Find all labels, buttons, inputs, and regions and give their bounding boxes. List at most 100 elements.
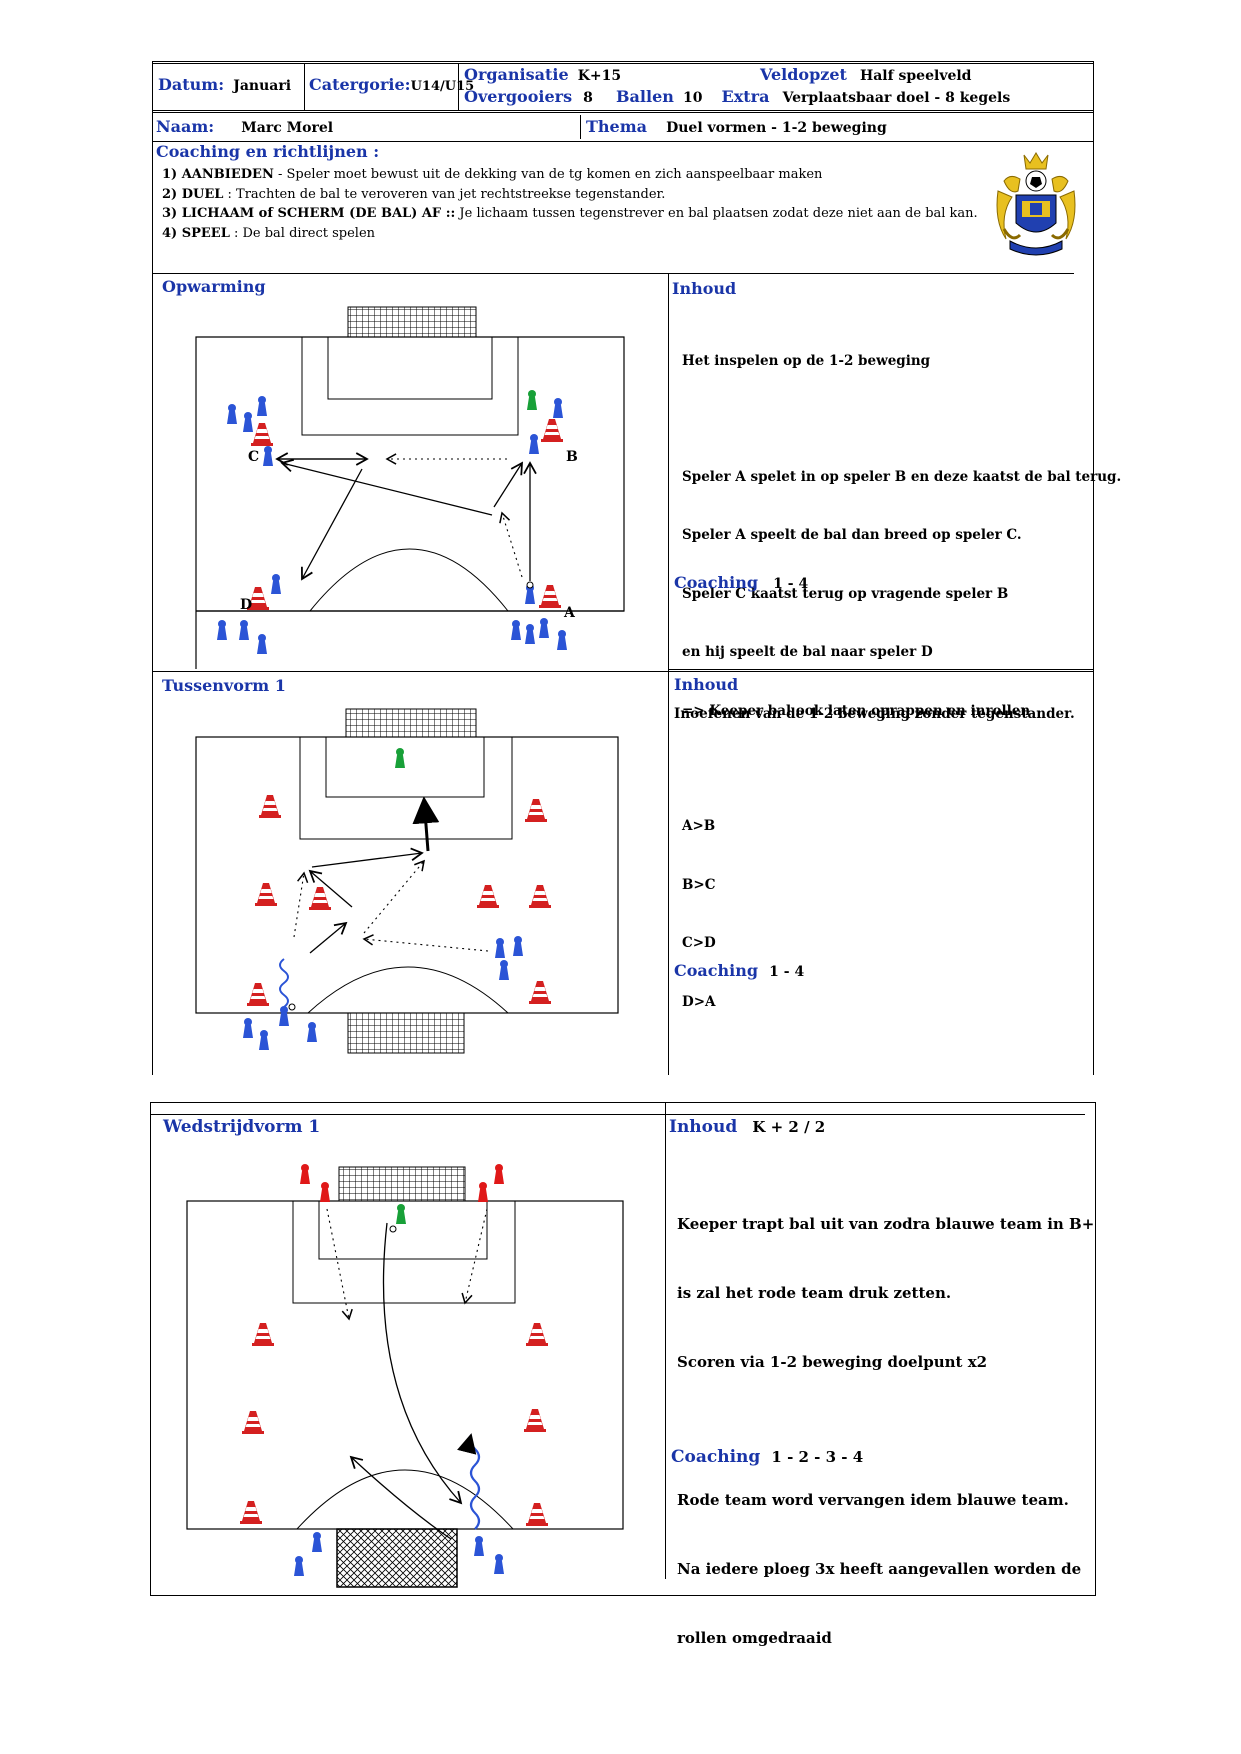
coaching-item: 2) DUEL : Trachten de bal te veroveren v… [162, 186, 666, 202]
goal-area [325, 736, 485, 798]
keeper-green-icon [396, 1204, 406, 1224]
cone-icon [524, 1409, 546, 1432]
pass-arrow [349, 1455, 452, 1540]
section-title-wedstrijdvorm: Wedstrijdvorm 1 [163, 1117, 321, 1137]
run-arrow [326, 1208, 353, 1321]
player-blue-icon [294, 1556, 304, 1576]
organisatie: Organisatie K+15 [464, 65, 621, 84]
goal-net [347, 306, 477, 338]
shot-arrow [412, 796, 440, 852]
ball-icon [526, 581, 534, 589]
pass-arrow [309, 921, 348, 954]
content-line: Scoren via 1-2 beweging doelpunt x2 [677, 1353, 988, 1371]
cone-icon [240, 1501, 262, 1524]
categorie-label: Catergorie: [309, 75, 411, 94]
tussenvorm-content: Inoefenen van de 1-2 beweging zonder teg… [674, 706, 1075, 722]
run-arrow [363, 859, 425, 934]
coaching-label: Coaching [671, 1447, 761, 1467]
organisatie-label: Organisatie [464, 65, 569, 84]
keeper-green-icon [527, 390, 537, 410]
veldopzet-value: Half speelveld [860, 68, 972, 84]
coaching-tussenvorm: Coaching 1 - 4 [674, 961, 804, 980]
penalty-arc [309, 548, 509, 612]
goal-net-bottom [347, 1012, 465, 1054]
run-arrow [461, 1208, 488, 1305]
divider [151, 1114, 1085, 1115]
player-blue-icon [279, 1006, 289, 1026]
datum: Datum: Januari [158, 75, 291, 94]
penalty-box [299, 736, 513, 840]
content-line: Speler A spelet in op speler B en deze k… [682, 468, 1122, 485]
content-line: en hij speelt de bal naar speler D [682, 644, 933, 660]
ball-icon [288, 1003, 296, 1011]
inhoud-label: Inhoud [669, 1117, 738, 1137]
cone-icon [541, 419, 563, 442]
player-blue-icon [525, 624, 535, 644]
ballen-value: 10 [682, 90, 703, 106]
coaching-item: 4) SPEEL : De bal direct spelen [162, 225, 376, 241]
cone-icon [529, 981, 551, 1004]
cone-icon [251, 423, 273, 446]
mobile-goal [336, 1528, 458, 1588]
player-blue-icon [553, 398, 563, 418]
opwarming-field-diagram: C B D A [195, 306, 625, 669]
inhoud-label: Inhoud [674, 675, 739, 694]
organisatie-value: K+15 [577, 68, 622, 84]
player-blue-icon [257, 634, 267, 654]
player-blue-icon [557, 630, 567, 650]
run-arrow [499, 511, 523, 578]
content-line: Het inspelen op de 1-2 beweging [682, 353, 931, 369]
goal-area [318, 1200, 488, 1260]
divider [304, 63, 305, 110]
content-line: Na iedere ploeg 3x heeft aangevallen wor… [677, 1560, 1082, 1578]
inhoud-label: Inhoud [672, 279, 737, 298]
coaching-wedstrijdvorm: Coaching 1 - 2 - 3 - 4 [671, 1447, 863, 1467]
player-label-a: A [563, 605, 576, 621]
thema-label: Thema [586, 117, 648, 136]
dribble-line [457, 1433, 481, 1530]
player-blue-icon [513, 936, 523, 956]
pass-arrow [311, 847, 424, 868]
player-blue-icon [511, 620, 521, 640]
divider [580, 115, 581, 139]
coaching-item: 1) AANBIEDEN - Speler moet bewust uit de… [162, 167, 823, 182]
player-blue-icon [217, 620, 227, 640]
cone-icon [255, 883, 277, 906]
player-b-icon [529, 434, 539, 454]
dribble-line [279, 958, 289, 1008]
club-crest-logo [996, 152, 1076, 256]
wedstrijdvorm-content: Keeper trapt bal uit van zodra blauwe te… [677, 1167, 1094, 1696]
categorie: Catergorie:U14/U15 [309, 75, 474, 94]
run-arrow [293, 871, 309, 938]
field-lines [195, 336, 625, 669]
divider [152, 63, 1094, 64]
player-blue-icon [243, 1018, 253, 1038]
player-label-b: B [566, 449, 578, 465]
content-line: Speler C kaatst terug op vragende speler… [682, 585, 1009, 602]
player-blue-icon [239, 620, 249, 640]
field-lines [195, 736, 619, 1014]
coaching-opwarming: Coaching 1 - 4 [674, 573, 808, 592]
cone-icon [309, 887, 331, 910]
content-line [682, 411, 1121, 429]
pass-arrow [493, 461, 523, 508]
pass-arrow [301, 468, 363, 581]
naam-label: Naam: [156, 117, 215, 136]
extra-label: Extra [721, 87, 770, 106]
section-title-opwarming: Opwarming [162, 277, 266, 296]
coaching-label: Coaching [674, 573, 759, 592]
cone-icon [529, 885, 551, 908]
content-line [682, 760, 1121, 778]
cone-icon [247, 983, 269, 1006]
categorie-value: U14/U15 [410, 79, 475, 94]
penalty-box [301, 336, 519, 436]
opwarming-content: Het inspelen op de 1-2 beweging Speler A… [682, 313, 1121, 1051]
player-blue-icon [474, 1536, 484, 1556]
ball-icon [389, 1225, 397, 1233]
inhoud-value: K + 2 / 2 [752, 1118, 826, 1136]
training-sheet-top: Datum: Januari Catergorie:U14/U15 Organi… [152, 61, 1121, 1075]
coaching-list: 1) AANBIEDEN - Speler moet bewust uit de… [162, 165, 978, 243]
overgooiers-label: Overgooiers [464, 87, 573, 106]
cone-icon [525, 799, 547, 822]
player-blue-icon [257, 396, 267, 416]
